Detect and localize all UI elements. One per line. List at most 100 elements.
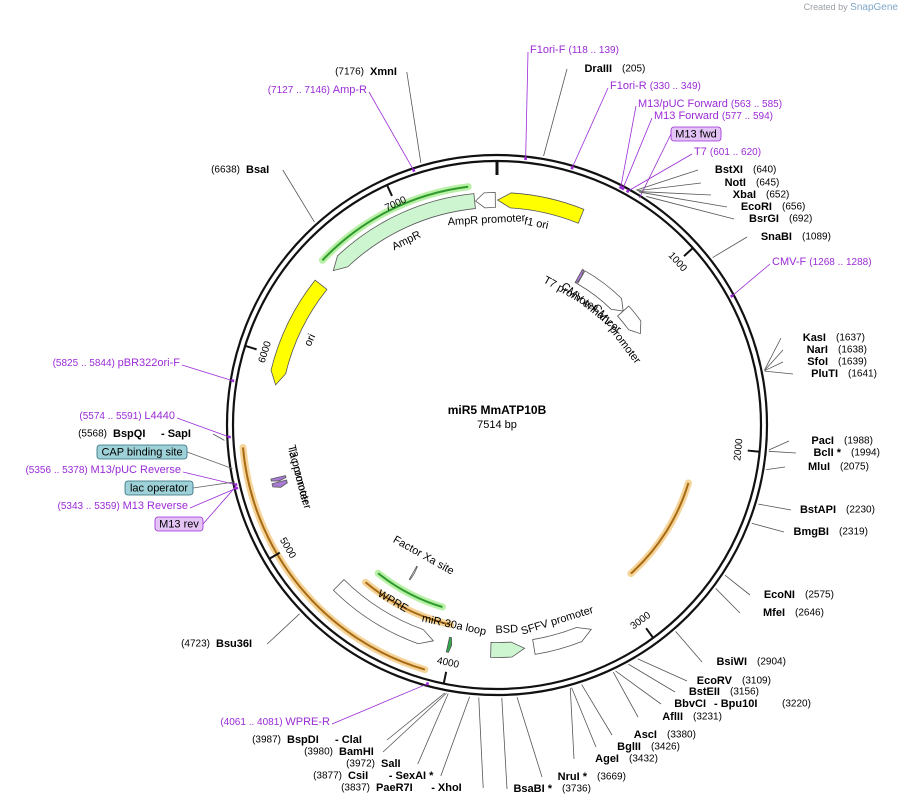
site-leader xyxy=(636,169,699,191)
site-leader xyxy=(768,440,790,451)
site-ecori: EcoRI xyxy=(741,201,772,213)
primer-wpre-r: (4061 .. 4081) WPRE-R xyxy=(220,716,330,728)
site-position: (5568) xyxy=(78,429,107,440)
scale-tick-label: 4000 xyxy=(436,656,460,671)
site-position: (3972) xyxy=(346,759,375,770)
feature-factor-xa-site xyxy=(408,565,418,581)
primer-mark xyxy=(625,189,630,194)
site-leader xyxy=(516,697,543,778)
feature-ampr-promoter xyxy=(474,192,496,209)
feature-label: AmpR promoter xyxy=(447,212,525,228)
site-bstapi: BstAPI xyxy=(800,504,836,516)
site-position: (3987) xyxy=(252,735,281,746)
box-leader xyxy=(202,485,237,525)
site-leader xyxy=(764,337,782,371)
site-leader xyxy=(764,370,794,375)
site-econi: EcoNI xyxy=(764,589,795,601)
site-leader xyxy=(569,687,575,760)
site-leader xyxy=(282,169,315,223)
site-leader xyxy=(764,361,784,372)
site-leader xyxy=(675,631,703,663)
primer-m13-forward: M13 Forward (577 .. 594) xyxy=(654,110,773,122)
site-position: (2319) xyxy=(839,527,868,538)
primer-mark xyxy=(233,483,238,487)
box-m13-rev: M13 rev xyxy=(154,516,204,532)
site-position: (2904) xyxy=(757,657,786,668)
box-lac-operator: lac operator xyxy=(124,480,194,496)
site-bspdi: BspDI xyxy=(287,734,319,746)
primer-m13-puc-reverse: (5356 .. 5378) M13/pUC Reverse xyxy=(25,464,181,476)
site-nari: NarI xyxy=(807,344,828,356)
scale-tick xyxy=(268,551,281,560)
site-position: (4723) xyxy=(181,639,210,650)
feature-label: T3 promoter xyxy=(285,444,311,505)
site-leader xyxy=(638,191,712,196)
site-leader xyxy=(615,670,662,705)
scale-tick-label: 2000 xyxy=(732,438,745,462)
site-leader xyxy=(440,696,471,777)
site-leader xyxy=(639,191,728,208)
credit-prefix: Created by xyxy=(803,2,848,12)
feature-t3-promoter xyxy=(270,475,287,482)
orf-line xyxy=(364,581,451,626)
site-leader xyxy=(581,684,613,736)
site-leader xyxy=(768,450,797,454)
primer-mark xyxy=(411,168,416,173)
primer-leader xyxy=(331,683,428,725)
feature-f1-ori xyxy=(496,192,585,224)
feature-ori xyxy=(270,279,328,386)
feature-cmv-promoter xyxy=(617,305,642,335)
scale-tick xyxy=(683,247,694,257)
svg-text:M13 fwd: M13 fwd xyxy=(675,128,717,140)
primer-l4440: (5574 .. 5591) L4440 xyxy=(79,410,175,422)
box-leader xyxy=(186,451,233,469)
primer-leader xyxy=(181,364,233,382)
scale-tick-label: 6000 xyxy=(257,339,274,364)
site-position: (3426) xyxy=(651,742,680,753)
site-leader xyxy=(571,687,597,748)
site-pluti: PluTI xyxy=(811,368,838,380)
primer-f1ori-r: F1ori-R (330 .. 349) xyxy=(610,80,701,92)
site-position: (652) xyxy=(766,190,789,201)
site-leader xyxy=(758,503,792,511)
site-bspqi: BspQI xyxy=(113,428,145,440)
snapgene-credit: Created by SnapGene xyxy=(804,2,898,13)
feature-lac-promoter xyxy=(271,479,288,488)
plasmid-length: 7514 bp xyxy=(477,419,517,431)
site-mfei: MfeI xyxy=(763,607,785,619)
site-xmni: XmnI xyxy=(370,66,397,78)
feature-ampr xyxy=(332,193,476,272)
orf-line xyxy=(377,572,443,608)
site-bmgbi: BmgBI xyxy=(794,526,829,538)
site-paci: PacI xyxy=(811,435,834,447)
site-position: (3231) xyxy=(693,712,722,723)
box-leader xyxy=(192,481,236,489)
primer-mark xyxy=(425,682,430,686)
svg-text:lac operator: lac operator xyxy=(130,482,188,494)
site-bsabi: BsaBI * xyxy=(513,783,552,795)
site-position: (2575) xyxy=(805,590,834,601)
site-alt: - SexAI * xyxy=(389,770,434,782)
site-sfoi: SfoI xyxy=(807,356,828,368)
feature-sffv-promoter xyxy=(532,627,593,655)
site-mlui: MluI xyxy=(808,461,830,473)
primer-leader xyxy=(368,91,415,171)
site-bglii: BglII xyxy=(617,741,641,753)
site-aflii: AflII xyxy=(662,711,683,723)
plasmid-name: miR5 MmATP10B xyxy=(448,403,547,417)
site-position: (205) xyxy=(622,64,645,75)
site-leader xyxy=(764,349,784,371)
site-leader xyxy=(612,671,639,718)
site-bamhi: BamHI xyxy=(339,746,374,758)
site-bcli: BclI * xyxy=(813,447,841,459)
primer-amp-r: (7127 .. 7146) Amp-R xyxy=(268,84,367,96)
feature-label: ori xyxy=(302,332,318,348)
feature-bsd xyxy=(490,641,526,658)
site-bsu36i: Bsu36I xyxy=(216,638,252,650)
site-leader xyxy=(382,692,447,753)
feature-label: f1 ori xyxy=(523,215,549,231)
site-leader xyxy=(766,466,786,471)
primer-leader xyxy=(731,263,771,297)
site-alt: - SapI xyxy=(161,428,191,440)
primer-m13-puc-forward: M13/pUC Forward (563 .. 585) xyxy=(638,98,782,110)
